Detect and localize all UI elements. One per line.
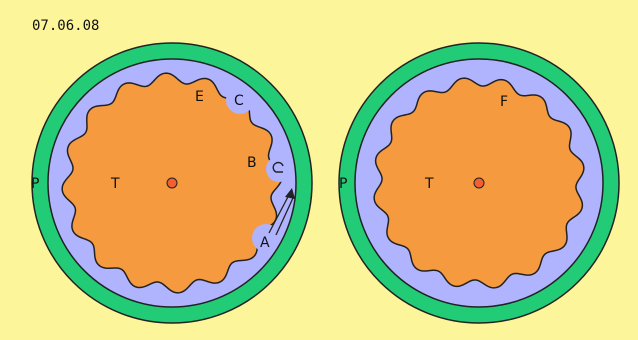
left-label-t: T	[110, 176, 120, 192]
left-label-e: E	[195, 89, 204, 105]
left-bubble-b	[266, 156, 292, 182]
left-diagram: P T E C B A	[31, 43, 312, 323]
right-diagram: P T F	[339, 43, 619, 323]
left-label-b: B	[247, 155, 257, 171]
right-label-p: P	[339, 176, 347, 192]
right-center-dot	[474, 178, 484, 188]
left-label-p: P	[31, 176, 39, 192]
date-label: 07.06.08	[32, 18, 99, 34]
left-center-dot	[167, 178, 177, 188]
left-label-a: A	[260, 235, 270, 251]
right-label-t: T	[424, 176, 434, 192]
right-label-f: F	[500, 94, 508, 110]
left-label-c: C	[234, 93, 244, 109]
